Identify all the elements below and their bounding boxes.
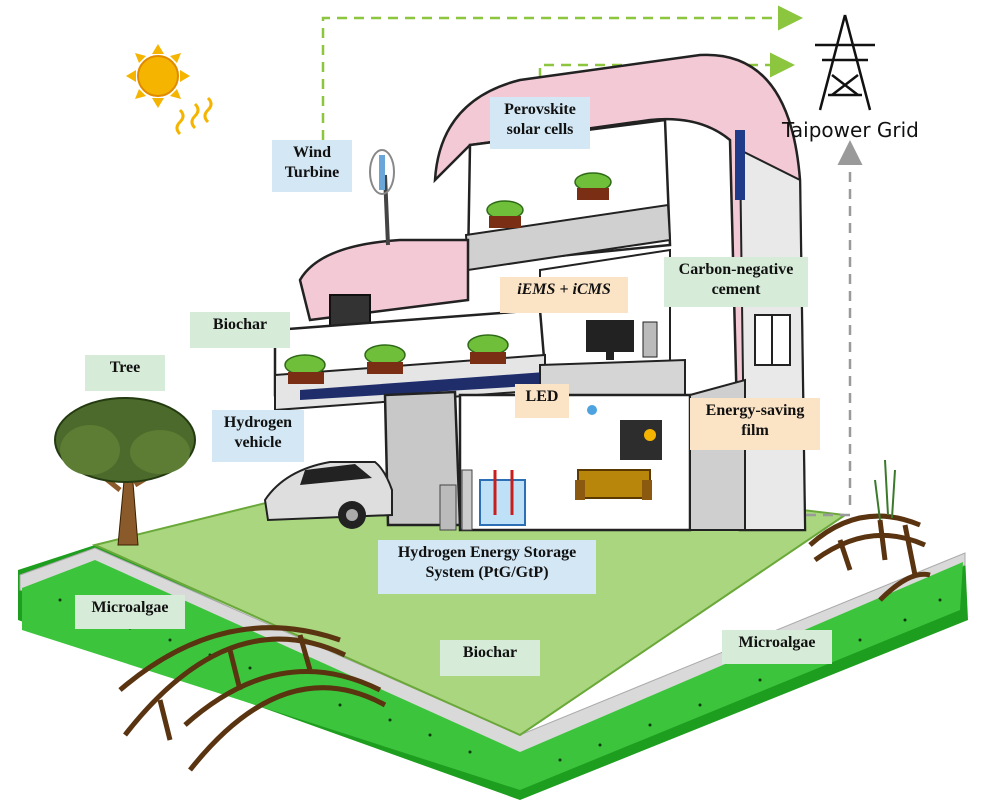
- hydrogen-vehicle-label: Hydrogen vehicle: [212, 410, 304, 462]
- led-label: LED: [515, 384, 569, 418]
- wind-turbine-label: Wind Turbine: [272, 140, 352, 192]
- sun-icon: [126, 44, 213, 136]
- microalgae-left-label: Microalgae: [75, 595, 185, 629]
- tree-label: Tree: [85, 355, 165, 391]
- hydrogen-storage-label: Hydrogen Energy Storage System (PtG/GtP): [378, 540, 596, 594]
- power-tower-icon: [815, 14, 875, 111]
- biochar-ground-label: Biochar: [440, 640, 540, 676]
- bridge-left-icon: [118, 625, 387, 772]
- building: [273, 53, 807, 532]
- biochar-building-label: Biochar: [190, 312, 290, 348]
- hydrogen-storage-icon: [439, 469, 526, 531]
- ground-platform: [18, 463, 968, 800]
- perovskite-label: Perovskite solar cells: [490, 97, 590, 149]
- energy-film-label: Energy-saving film: [690, 398, 820, 450]
- hydrogen-car-icon: [263, 461, 393, 529]
- iems-label: iEMS + iCMS: [500, 277, 628, 313]
- taipower-grid-label: Taipower Grid: [782, 118, 919, 142]
- microalgae-right-label: Microalgae: [722, 630, 832, 664]
- tree-icon: [54, 397, 196, 546]
- carbon-cement-label: Carbon-negative cement: [664, 257, 808, 307]
- bridge-right-icon: [808, 459, 931, 602]
